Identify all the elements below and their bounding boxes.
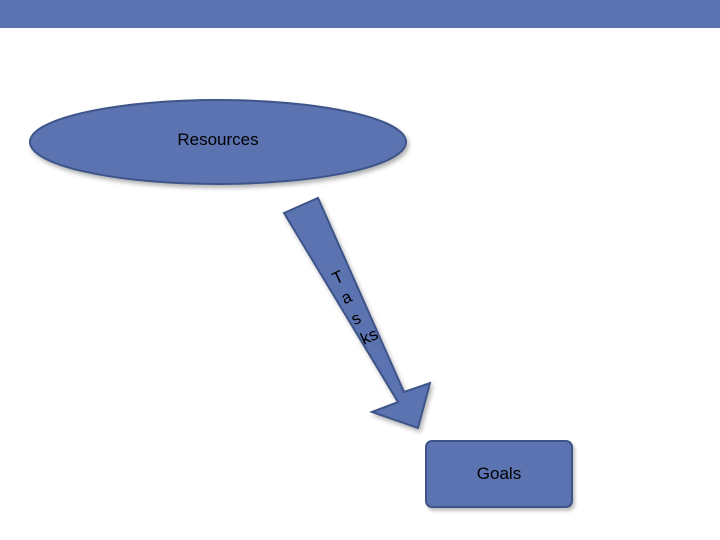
header-bar xyxy=(0,0,720,28)
resources-label: Resources xyxy=(177,130,259,149)
resources-ellipse xyxy=(29,99,407,185)
goals-box: Goals xyxy=(425,440,573,508)
goals-label: Goals xyxy=(476,464,522,483)
tasks-arrow xyxy=(282,196,432,430)
